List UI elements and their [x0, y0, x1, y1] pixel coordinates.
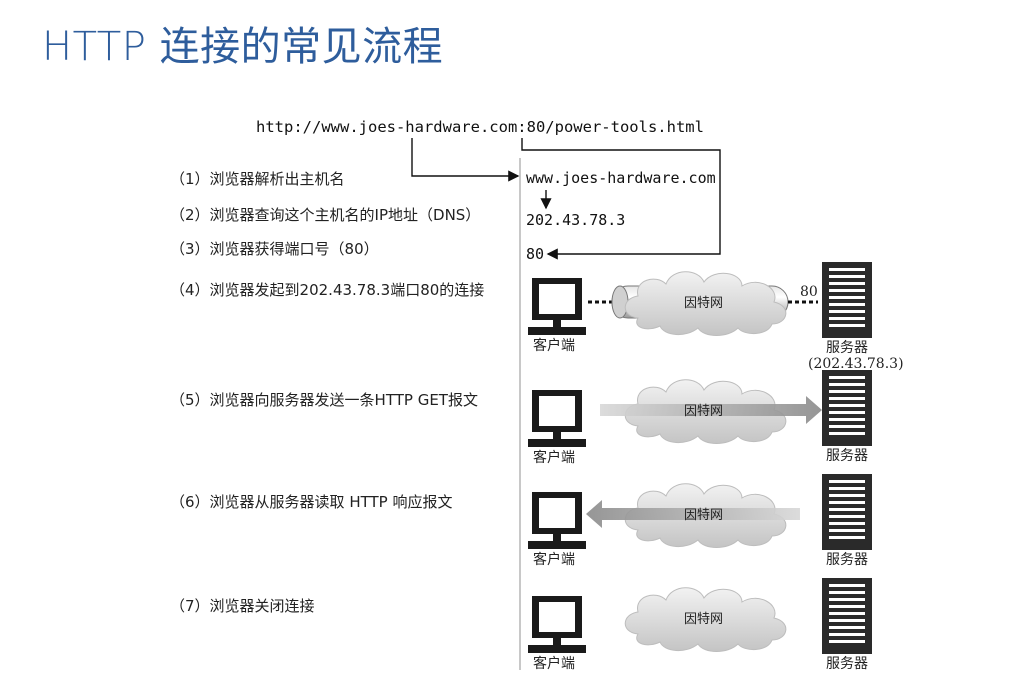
hostname-text: www.joes-hardware.com	[526, 169, 716, 187]
step-1-text: （1）浏览器解析出主机名	[170, 170, 345, 188]
server-port-label: 80	[800, 284, 818, 300]
server-tower-icon	[822, 474, 872, 550]
server-tower-icon	[822, 262, 872, 338]
client-computer-icon	[528, 278, 586, 335]
ip-address-text: 202.43.78.3	[526, 211, 626, 229]
server-ip-label: (202.43.78.3)	[808, 356, 904, 372]
step-2-text: （2）浏览器查询这个主机名的IP地址（DNS）	[170, 206, 481, 224]
host-arrow	[411, 138, 520, 182]
internet-label: 因特网	[684, 296, 723, 311]
step-6-text: （6）浏览器从服务器读取 HTTP 响应报文	[170, 493, 453, 511]
client-computer-icon	[528, 492, 586, 549]
server-label: 服务器	[826, 552, 868, 568]
client-computer-icon	[528, 390, 586, 447]
client-computer-icon	[528, 596, 586, 653]
internet-label: 因特网	[684, 404, 723, 419]
step-3-text: （3）浏览器获得端口号（80）	[170, 240, 379, 258]
page-title: HTTP 连接的常见流程	[42, 24, 444, 70]
client-label: 客户端	[533, 551, 575, 568]
request-arrow	[600, 396, 822, 424]
internet-label: 因特网	[684, 508, 723, 523]
server-tower-icon	[822, 578, 872, 654]
url-suffix: /power-tools.html	[545, 118, 704, 136]
row-connect: 客户端 因特网 80 服务器 (202.43.78.3)	[528, 262, 904, 372]
url-text: http://www.joes-hardware.com:80/power-to…	[256, 118, 704, 136]
port-arrow	[521, 138, 721, 260]
port-text: 80	[526, 245, 545, 263]
row-close-connection: 客户端 因特网 服务器	[528, 578, 872, 672]
client-label: 客户端	[533, 449, 575, 466]
step-4-text: （4）浏览器发起到202.43.78.3端口80的连接	[170, 281, 485, 299]
row-send-request: 客户端 因特网 服务器	[528, 370, 872, 466]
url-prefix: http://www.joes-hardware.com:	[256, 118, 527, 136]
server-label: 服务器	[826, 656, 868, 672]
row-read-response: 客户端 因特网 服务器	[528, 474, 872, 568]
step-7-text: （7）浏览器关闭连接	[170, 597, 315, 615]
step-5-text: （5）浏览器向服务器发送一条HTTP GET报文	[170, 391, 478, 409]
server-label: 服务器	[826, 340, 868, 356]
client-label: 客户端	[533, 655, 575, 672]
url-port: 80	[526, 118, 546, 136]
client-label: 客户端	[533, 337, 575, 354]
tube-end	[611, 285, 629, 319]
server-tower-icon	[822, 370, 872, 446]
internet-label: 因特网	[684, 612, 723, 627]
response-arrow	[586, 500, 800, 528]
server-label: 服务器	[826, 448, 868, 464]
